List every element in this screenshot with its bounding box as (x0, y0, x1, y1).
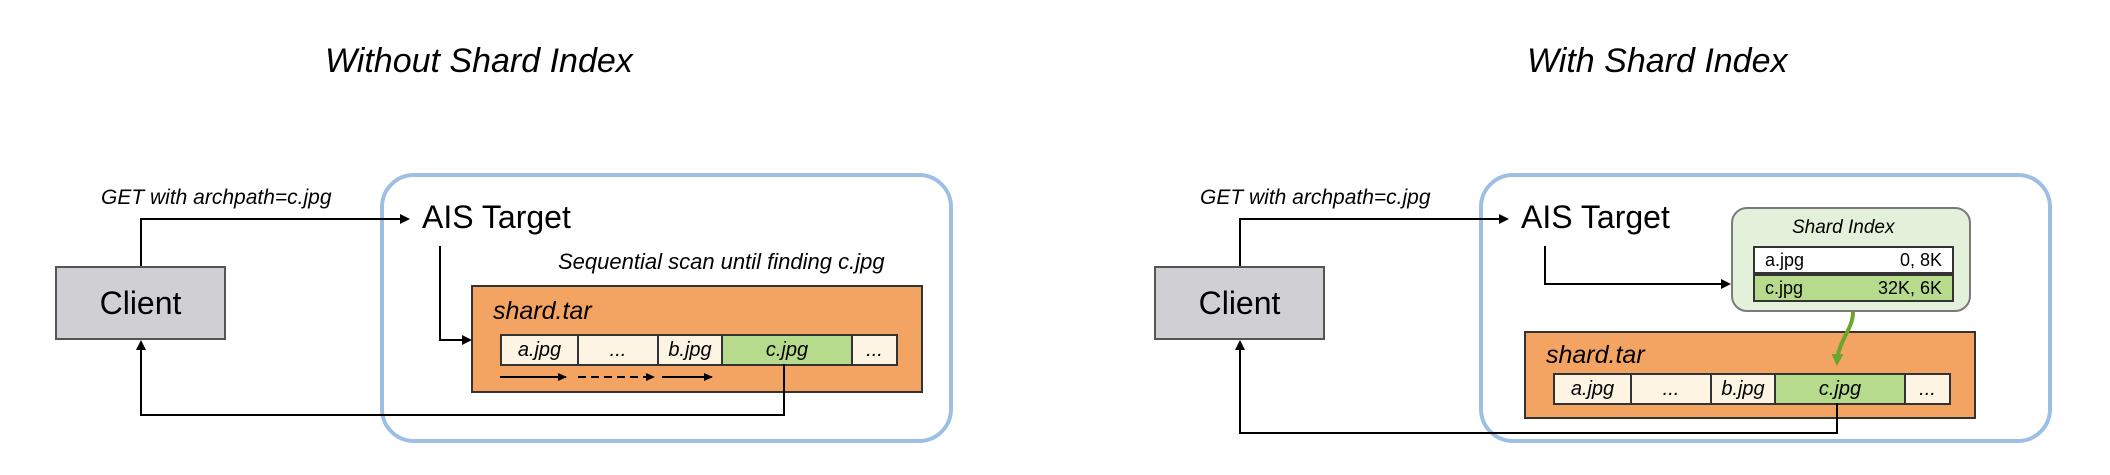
right-request-label: GET with archpath=c.jpg (1200, 186, 1431, 209)
index-row-a-offset: 0, 8K (1899, 249, 1942, 270)
left-request-arrow (140, 214, 410, 266)
right-client-label: Client (1198, 284, 1281, 321)
left-shard-name: shard.tar (493, 297, 592, 325)
right-title: With Shard Index (1527, 42, 1788, 80)
right-cell-ellipsis-2: ... (1906, 375, 1949, 403)
index-row-c-name: c.jpg (1765, 277, 1804, 298)
left-shard: shard.tar a.jpg ... b.jpg c.jpg ... (471, 285, 923, 393)
right-ais-target-label: AIS Target (1521, 199, 1670, 235)
shard-index-row-c: c.jpg 32K, 6K (1753, 274, 1954, 302)
left-ais-target-box (380, 173, 953, 443)
shard-index-title: Shard Index (1792, 217, 1895, 238)
shard-index-box: Shard Index a.jpg 0, 8K c.jpg 32K, 6K (1731, 207, 1971, 312)
shard-index-row-a: a.jpg 0, 8K (1753, 246, 1954, 274)
right-cell-a: a.jpg (1555, 375, 1632, 403)
left-scan-label: Sequential scan until finding c.jpg (558, 249, 885, 274)
right-client: Client (1154, 266, 1325, 340)
left-ais-target-label: AIS Target (422, 199, 571, 235)
left-cell-ellipsis-1: ... (579, 336, 659, 364)
index-row-c-offset: 32K, 6K (1877, 277, 1942, 298)
right-ais-target-box (1479, 173, 2052, 443)
left-request-label: GET with archpath=c.jpg (101, 186, 332, 209)
right-cell-b: b.jpg (1712, 375, 1776, 403)
right-cell-ellipsis-1: ... (1632, 375, 1712, 403)
left-shard-cells: a.jpg ... b.jpg c.jpg ... (500, 334, 898, 366)
left-cell-b: b.jpg (659, 336, 723, 364)
right-shard: shard.tar a.jpg ... b.jpg c.jpg ... (1524, 331, 1976, 419)
right-shard-name: shard.tar (1546, 341, 1645, 369)
left-cell-a: a.jpg (502, 336, 579, 364)
right-cell-c: c.jpg (1776, 375, 1906, 403)
index-row-a-name: a.jpg (1765, 249, 1805, 270)
left-client-label: Client (99, 284, 182, 321)
right-target-to-index-arrow (1544, 246, 1731, 289)
left-target-to-shard-arrow (439, 246, 472, 345)
left-cell-c: c.jpg (723, 336, 853, 364)
left-cell-ellipsis-2: ... (853, 336, 896, 364)
left-response-arrow (136, 340, 785, 416)
right-response-arrow (1235, 340, 1838, 434)
right-shard-cells: a.jpg ... b.jpg c.jpg ... (1553, 373, 1951, 405)
left-title: Without Shard Index (325, 42, 633, 80)
right-request-arrow (1239, 214, 1509, 266)
left-client: Client (55, 266, 226, 340)
index-to-cjpg-arrow (1831, 311, 1855, 366)
